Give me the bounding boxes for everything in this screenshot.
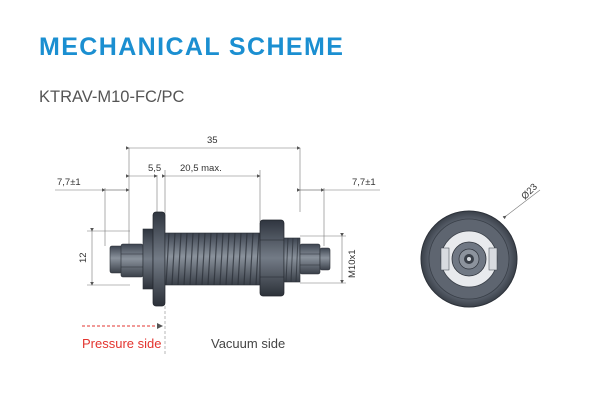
vacuum-side-label: Vacuum side <box>211 336 285 351</box>
dim-thread: M10x1 <box>347 249 358 278</box>
dimension-lines <box>55 146 541 286</box>
dim-diameter: Ø23 <box>519 182 539 202</box>
product-code: KTRAV-M10-FC/PC <box>39 88 185 106</box>
dim-height: 12 <box>78 252 89 263</box>
page-title: MECHANICAL SCHEME <box>39 33 345 61</box>
dim-overall-length: 35 <box>207 135 218 146</box>
pressure-side-label: Pressure side <box>82 336 161 351</box>
dim-right-ferrule: 7,7±1 <box>352 177 376 188</box>
feedthrough-side-view <box>109 211 331 307</box>
dim-flange-offset: 5,5 <box>148 163 161 174</box>
dim-thread-length: 20,5 max. <box>180 163 222 174</box>
feedthrough-front-view <box>420 210 518 308</box>
dim-left-ferrule: 7,7±1 <box>57 177 81 188</box>
